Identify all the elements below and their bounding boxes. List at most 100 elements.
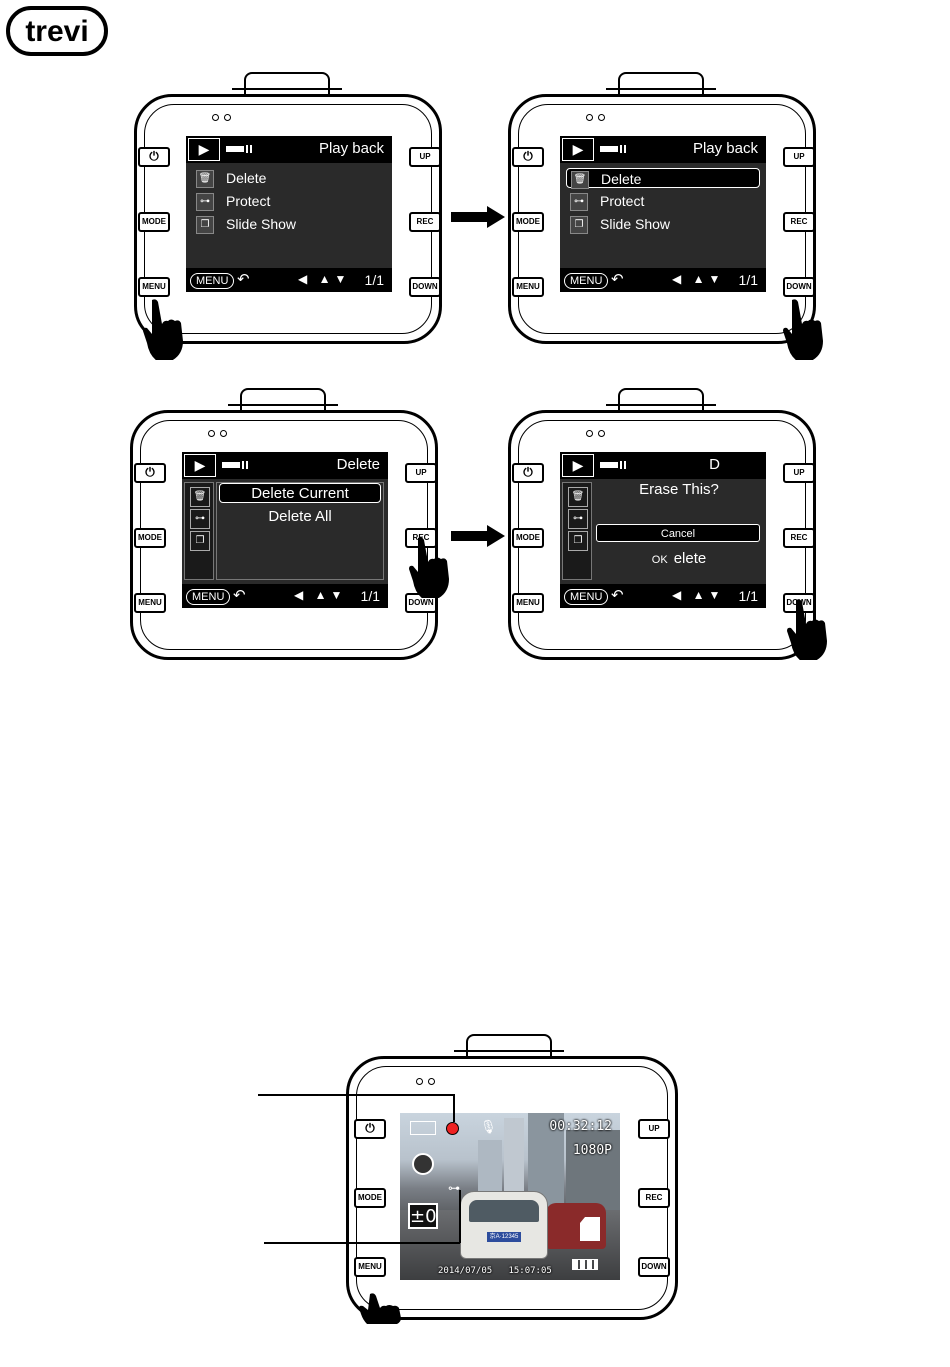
menu-item-protect[interactable]: ⊶Protect bbox=[566, 191, 760, 212]
page-indicator: 1/1 bbox=[364, 272, 384, 288]
rec-button[interactable]: REC bbox=[638, 1188, 670, 1208]
trash-icon: 🗑 bbox=[196, 170, 214, 189]
wrench-icon bbox=[600, 145, 626, 153]
battery-icon bbox=[572, 1259, 598, 1270]
white-car: 京A·12345 bbox=[460, 1191, 548, 1259]
menu-item-delete-selected[interactable]: 🗑Delete bbox=[566, 168, 760, 190]
menu-chip: MENU bbox=[186, 589, 231, 605]
screen-footer: MENU ↶ ◀ ▲▼ 1/1 bbox=[182, 584, 388, 608]
resolution: 1080P bbox=[572, 1143, 612, 1158]
page-indicator: 1/1 bbox=[738, 588, 758, 604]
nav-arrows-icon: ◀ ▲▼ bbox=[672, 588, 725, 602]
menu-item-delete-all[interactable]: Delete All bbox=[268, 508, 332, 525]
up-button[interactable]: UP bbox=[783, 463, 815, 483]
screen-footer: MENU ↶ ◀ ▲▼ 1/1 bbox=[560, 584, 766, 608]
screen-header: ▶ Play back bbox=[560, 136, 766, 163]
mode-button[interactable]: MODE bbox=[512, 528, 544, 548]
key-icon: ⊶ bbox=[568, 509, 588, 529]
playback-menu-screen: ▶ Play back 🗑Delete ⊶Protect ❐Slide Show… bbox=[560, 136, 766, 292]
play-icon: ▶ bbox=[188, 138, 220, 161]
callout-line-protect bbox=[264, 1242, 460, 1244]
trash-icon: 🗑 bbox=[568, 487, 588, 507]
pointing-hand-icon bbox=[783, 299, 823, 360]
mode-button[interactable]: MODE bbox=[512, 212, 544, 232]
mode-button[interactable]: MODE bbox=[134, 528, 166, 548]
page-indicator: 1/1 bbox=[360, 588, 380, 604]
side-icon-column: 🗑 ⊶ ❐ bbox=[562, 482, 592, 580]
down-button[interactable]: DOWN bbox=[783, 277, 815, 297]
menu-button[interactable]: MENU bbox=[138, 277, 170, 297]
key-icon: ⊶ bbox=[196, 193, 214, 212]
key-icon: ⊶ bbox=[570, 193, 588, 212]
slides-icon: ❐ bbox=[568, 531, 588, 551]
screen-header: ▶ Play back bbox=[186, 136, 392, 163]
screen-footer: MENU ↶ ◀ ▲▼ 1/1 bbox=[560, 268, 766, 292]
pointing-hand-icon bbox=[143, 299, 183, 360]
rec-button[interactable]: REC bbox=[783, 212, 815, 232]
menu-button[interactable]: MENU bbox=[354, 1257, 386, 1277]
power-button[interactable]: ⏻ bbox=[354, 1119, 386, 1139]
power-button[interactable]: ⏻ bbox=[512, 147, 544, 167]
menu-item-delete-current[interactable]: Delete Current bbox=[219, 483, 381, 503]
camera-step-1: ⏻ MODE MENU UP REC DOWN ▶ Play back 🗑Del… bbox=[134, 72, 444, 360]
camera-leds bbox=[212, 112, 236, 124]
up-button[interactable]: UP bbox=[783, 147, 815, 167]
menu-item-slide-show[interactable]: ❐Slide Show bbox=[566, 214, 760, 235]
sd-card-icon bbox=[580, 1217, 600, 1241]
key-icon: ⊶ bbox=[448, 1181, 460, 1195]
camera-mount bbox=[232, 72, 342, 98]
callout-line-record bbox=[258, 1094, 454, 1096]
mode-button[interactable]: MODE bbox=[138, 212, 170, 232]
rec-button[interactable]: REC bbox=[409, 212, 441, 232]
building bbox=[566, 1130, 620, 1210]
camera-mount bbox=[606, 388, 716, 414]
mode-button[interactable]: MODE bbox=[354, 1188, 386, 1208]
camera-leds bbox=[586, 112, 610, 124]
key-icon: ⊶ bbox=[190, 509, 210, 529]
down-button[interactable]: DOWN bbox=[638, 1257, 670, 1277]
up-button[interactable]: UP bbox=[638, 1119, 670, 1139]
menu-button[interactable]: MENU bbox=[512, 277, 544, 297]
wrench-icon bbox=[222, 461, 248, 469]
camera-mount bbox=[606, 72, 716, 98]
menu-button[interactable]: MENU bbox=[512, 593, 544, 613]
screen-footer: MENU ↶ ◀ ▲▼ 1/1 bbox=[186, 268, 392, 292]
pointing-hand-icon bbox=[359, 1293, 401, 1324]
power-button[interactable]: ⏻ bbox=[138, 147, 170, 167]
dialog-question: Erase This? bbox=[639, 481, 719, 498]
slides-icon: ❐ bbox=[570, 216, 588, 235]
return-icon: ↶ bbox=[611, 271, 624, 288]
delete-menu-screen: ▶ Delete 🗑 ⊶ ❐ Delete Current Delete All… bbox=[182, 452, 388, 608]
playback-menu-screen: ▶ Play back 🗑Delete ⊶Protect ❐Slide Show… bbox=[186, 136, 392, 292]
camera-step-2: ⏻ MODE MENU UP REC DOWN ▶ Play back 🗑Del… bbox=[508, 72, 823, 360]
camera-leds bbox=[416, 1076, 440, 1088]
exposure-value: ±0 bbox=[408, 1203, 438, 1229]
screen-title: Play back bbox=[692, 140, 758, 157]
menu-item-slide-show[interactable]: ❐Slide Show bbox=[192, 214, 386, 235]
screen-title: Delete bbox=[336, 456, 380, 473]
nav-arrows-icon: ◀ ▲▼ bbox=[672, 272, 725, 286]
right-arrow-icon bbox=[451, 206, 505, 228]
screen-header: ▶ D bbox=[560, 452, 766, 479]
record-dot-icon bbox=[446, 1122, 459, 1135]
live-video-screen: 京A·12345 🎙 00:32:12 1080P ⊶ ±0 2014/07/0… bbox=[400, 1113, 620, 1280]
up-button[interactable]: UP bbox=[405, 463, 437, 483]
recording-time: 00:32:12 bbox=[549, 1119, 612, 1134]
cancel-button[interactable]: Cancel bbox=[596, 524, 760, 542]
down-button[interactable]: DOWN bbox=[409, 277, 441, 297]
page-indicator: 1/1 bbox=[738, 272, 758, 288]
up-button[interactable]: UP bbox=[409, 147, 441, 167]
date-stamp: 2014/07/05 15:07:05 bbox=[438, 1266, 552, 1276]
menu-item-protect[interactable]: ⊶Protect bbox=[192, 191, 386, 212]
menu-button[interactable]: MENU bbox=[134, 593, 166, 613]
play-icon: ▶ bbox=[562, 454, 594, 477]
power-button[interactable]: ⏻ bbox=[134, 463, 166, 483]
rec-button[interactable]: REC bbox=[783, 528, 815, 548]
menu-item-delete[interactable]: 🗑Delete bbox=[192, 168, 386, 189]
logo-text: trevi bbox=[25, 15, 88, 48]
microphone-icon: 🎙 bbox=[480, 1119, 497, 1134]
motion-detect-icon bbox=[412, 1153, 434, 1175]
power-button[interactable]: ⏻ bbox=[512, 463, 544, 483]
